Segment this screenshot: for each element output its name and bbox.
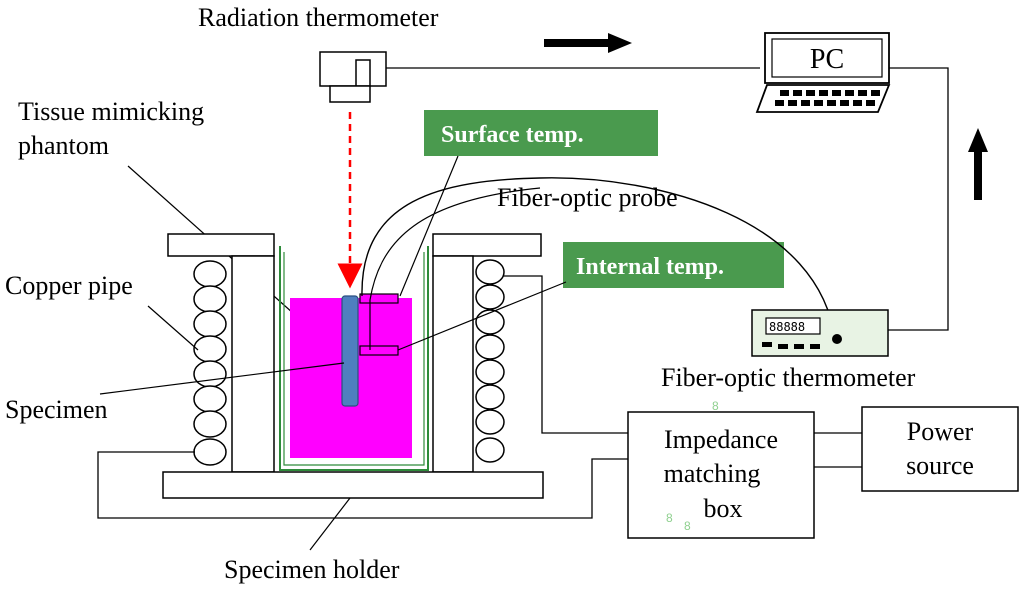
impedance-label-line2: matching bbox=[664, 459, 761, 488]
specimen-holder-leader bbox=[309, 497, 351, 551]
coil-wire-left bbox=[97, 451, 628, 519]
fiber-probe-cable-inner bbox=[369, 187, 541, 350]
surface-probe-tip bbox=[359, 293, 399, 304]
pc-label: PC bbox=[810, 44, 844, 75]
right-top-plate bbox=[432, 233, 542, 257]
fiber-optic-probe-label: Fiber-optic probe bbox=[497, 183, 678, 212]
signal-arrow-up-icon bbox=[968, 128, 988, 200]
stray-glyph: 8 bbox=[712, 399, 719, 413]
signal-arrow-right-icon bbox=[544, 33, 632, 53]
tissue-phantom-label-line1: Tissue mimicking bbox=[18, 97, 204, 126]
specimen-label: Specimen bbox=[5, 395, 108, 424]
surface-temp-label: Surface temp. bbox=[441, 122, 584, 148]
copper-pipe-leader bbox=[147, 305, 199, 351]
impedance-label-line1: Impedance bbox=[664, 425, 778, 454]
internal-temp-leader bbox=[397, 281, 567, 351]
power-source-label-line1: Power bbox=[907, 417, 974, 446]
stray-glyph: 8 bbox=[684, 519, 691, 533]
impedance-label-line3: box bbox=[704, 494, 743, 523]
thermometer-display-readout: 88888 bbox=[769, 320, 805, 334]
phantom-container-inner bbox=[283, 252, 425, 466]
specimen-holder-base bbox=[162, 471, 544, 499]
radiation-thermometer-icon bbox=[319, 51, 387, 103]
tissue-phantom-label-line2: phantom bbox=[18, 131, 109, 160]
coil-wire-right bbox=[503, 275, 628, 434]
left-copper-coil bbox=[193, 260, 227, 466]
fiber-optic-thermometer-label: Fiber-optic thermometer bbox=[661, 363, 916, 392]
copper-pipe-label: Copper pipe bbox=[5, 271, 133, 300]
internal-probe-tip bbox=[359, 345, 399, 356]
phantom-container-outer bbox=[279, 246, 429, 471]
fiber-probe-cable-outer bbox=[361, 177, 836, 341]
pc-laptop-icon bbox=[755, 32, 891, 113]
specimen-holder-label: Specimen holder bbox=[224, 555, 400, 584]
power-source-label-line2: source bbox=[906, 451, 974, 480]
left-wall bbox=[231, 255, 275, 473]
power-source-box bbox=[861, 406, 1019, 492]
left-top-plate bbox=[167, 233, 275, 257]
impedance-matching-box bbox=[627, 411, 815, 539]
right-copper-coil bbox=[475, 259, 505, 463]
right-wall bbox=[432, 255, 474, 473]
fiber-optic-thermometer-device bbox=[751, 309, 889, 357]
stray-glyph: 8 bbox=[666, 511, 673, 525]
internal-temp-tag bbox=[563, 242, 784, 288]
specimen-rod bbox=[341, 295, 359, 407]
surface-temp-leader bbox=[399, 155, 459, 297]
surface-temp-tag bbox=[424, 110, 658, 156]
radiation-thermometer-label: Radiation thermometer bbox=[198, 3, 439, 32]
internal-temp-label: Internal temp. bbox=[576, 254, 724, 280]
specimen-leader bbox=[99, 362, 345, 395]
pc-fiber-thermometer-cable bbox=[888, 67, 949, 331]
